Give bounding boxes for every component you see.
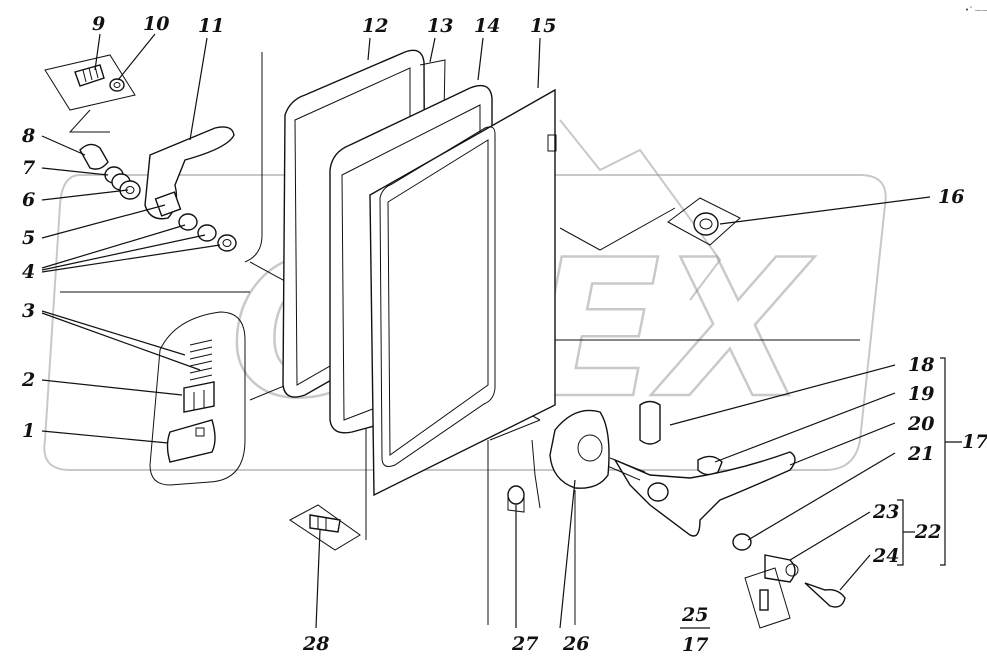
catch-group [149, 311, 246, 486]
corner-mark: •˘ —— [965, 6, 987, 14]
callout-4: 4 [22, 261, 35, 283]
callout-16: 16 [938, 186, 964, 208]
callout-1: 1 [22, 420, 35, 442]
callout-28: 28 [302, 633, 329, 655]
callout-25-sub-17: 17 [682, 634, 708, 656]
callout-20: 20 [907, 413, 934, 435]
callout-8: 8 [21, 125, 35, 147]
callout-13: 13 [427, 15, 453, 37]
callout-2: 2 [21, 369, 35, 391]
window-frames [282, 49, 557, 497]
callout-12: 12 [362, 15, 388, 37]
callout-26: 26 [562, 633, 589, 655]
callout-14: 14 [474, 15, 500, 37]
callout-25: 25 [681, 604, 708, 626]
callout-19: 19 [908, 383, 934, 405]
callout-6: 6 [22, 189, 35, 211]
callout-10: 10 [143, 13, 169, 35]
callout-27: 27 [511, 633, 538, 655]
callout-5: 5 [22, 227, 35, 249]
callout-labels: 1 2 3 4 5 6 7 8 9 10 11 12 13 14 15 16 1… [21, 13, 987, 656]
callout-21: 21 [907, 443, 934, 465]
callout-18: 18 [908, 354, 934, 376]
nut-group [559, 197, 741, 251]
callout-11: 11 [198, 15, 224, 37]
callout-23: 23 [872, 501, 899, 523]
handle-assembly [604, 400, 846, 629]
callout-22: 22 [914, 521, 941, 543]
leader-lines [41, 33, 962, 629]
latch-assembly [79, 126, 237, 252]
callout-15: 15 [530, 15, 556, 37]
callout-9: 9 [92, 13, 105, 35]
callout-3: 3 [22, 300, 35, 322]
callout-7: 7 [22, 157, 35, 179]
screw-and-washer-group [44, 54, 136, 133]
callout-17: 17 [962, 431, 987, 453]
callout-24: 24 [872, 545, 899, 567]
lower-parts [289, 409, 610, 551]
